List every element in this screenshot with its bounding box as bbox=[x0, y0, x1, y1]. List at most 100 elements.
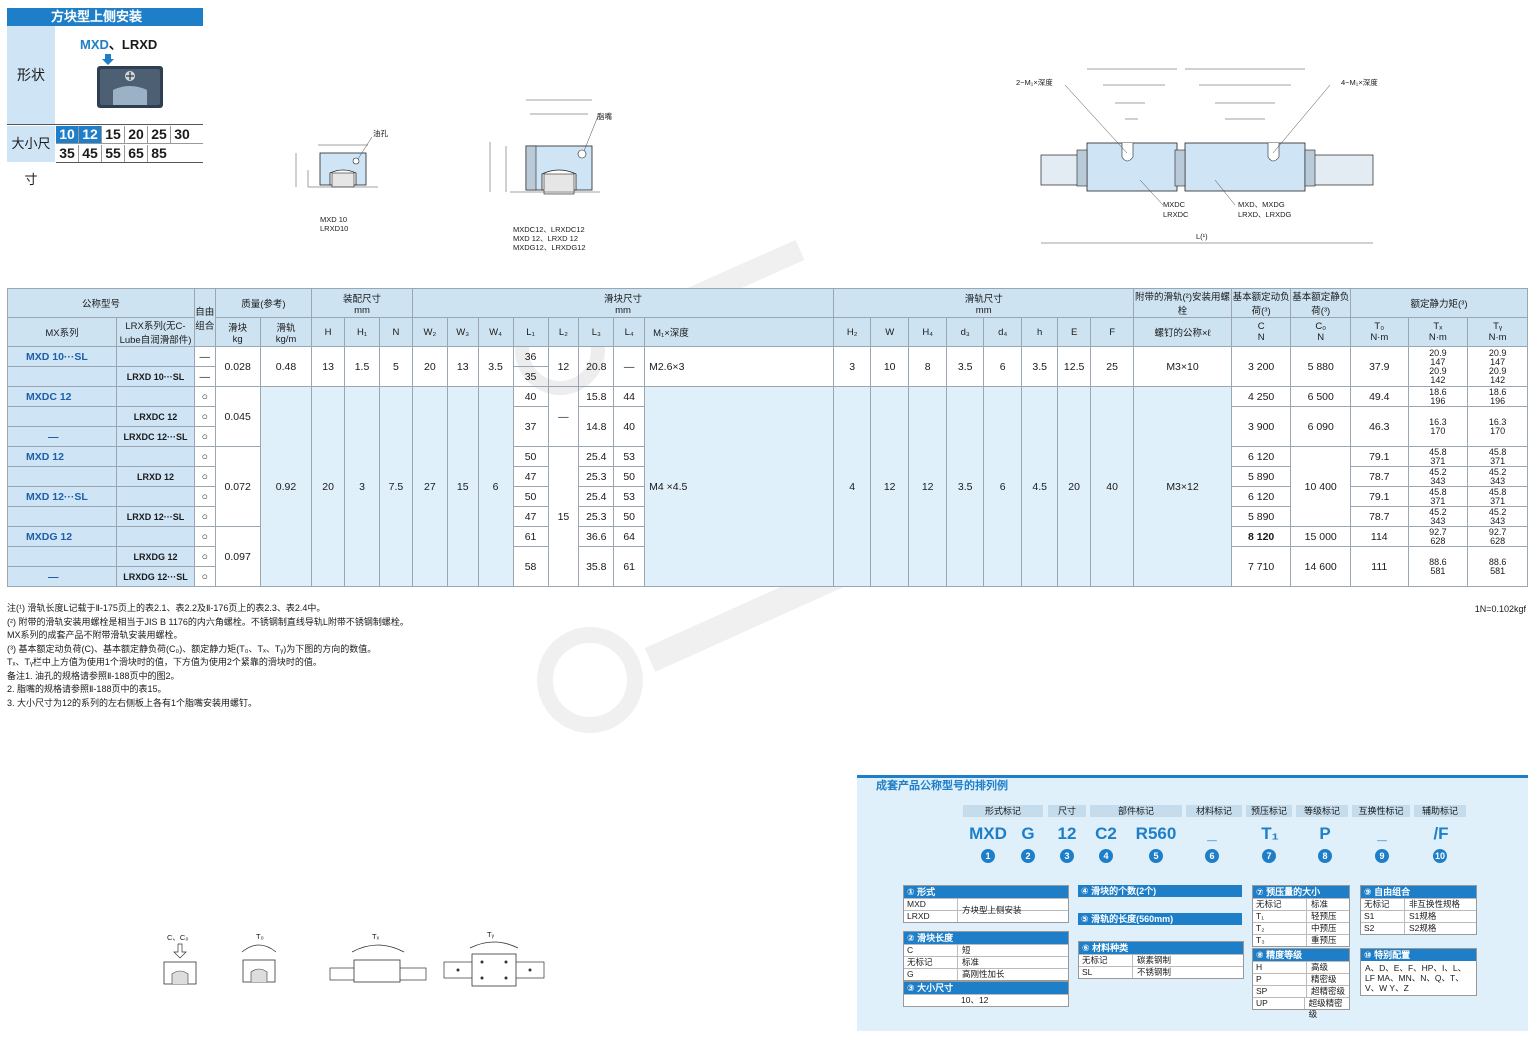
ty-2: 343 bbox=[1490, 475, 1506, 486]
size-45: 45 bbox=[79, 145, 102, 162]
lg-gr-k1: H bbox=[1253, 962, 1307, 973]
th-moment: 额定静力矩(³) bbox=[1350, 288, 1528, 318]
lg-fr-v2: S1规格 bbox=[1409, 911, 1437, 921]
cell-H4: 12 bbox=[908, 386, 948, 587]
note-1: 注(¹) 滑轨长度L记载于Ⅱ-175页上的表2.1、表2.2及Ⅱ-176页上的表… bbox=[7, 603, 326, 613]
cell-lrx: LRXDC 12 bbox=[115, 406, 196, 427]
tx-1: 45.8 bbox=[1429, 486, 1447, 497]
cell-L4: 64 bbox=[613, 526, 646, 547]
ty-1: 45.8 bbox=[1488, 486, 1507, 497]
th-mr-t: 滑轨 bbox=[276, 322, 296, 334]
cell-E: 12.5 bbox=[1057, 346, 1092, 387]
tx-1: 92.7 bbox=[1429, 526, 1447, 537]
cell-T0: 114 bbox=[1350, 526, 1409, 547]
head-aux: 辅助标记 bbox=[1414, 805, 1466, 817]
lg-gr-v3: 超精密级 bbox=[1311, 986, 1346, 996]
lg-pre-v1: 标准 bbox=[1311, 899, 1329, 909]
cell-C0: 15 000 bbox=[1290, 526, 1352, 547]
cell-C: 3 900 bbox=[1230, 406, 1292, 447]
cell-L2: 15 bbox=[547, 446, 580, 587]
size-85: 85 bbox=[151, 145, 167, 161]
cell-C: 4 250 bbox=[1230, 386, 1292, 407]
lg-pre-k1: 无标记 bbox=[1253, 899, 1307, 910]
cell-free: ○ bbox=[194, 426, 216, 447]
cell-free: ○ bbox=[194, 386, 216, 407]
fig2-cap-3: MXDG12、LRXDG12 bbox=[513, 243, 586, 252]
cell-N: 7.5 bbox=[378, 386, 413, 587]
cell-free: — bbox=[194, 346, 216, 367]
num-10: 10 bbox=[1433, 849, 1447, 863]
drawing-side-view bbox=[1040, 68, 1374, 244]
tx-4: 142 bbox=[1430, 374, 1446, 385]
cell-lrx: LRXDG 12 bbox=[115, 546, 196, 567]
size-15: 15 bbox=[102, 126, 125, 143]
code-g: G bbox=[1021, 824, 1035, 843]
legend-special: ⑩ 特别配置 A、D、E、F、HP、I、L、LF MA、MN、N、Q、T、V、W… bbox=[1360, 948, 1477, 996]
model-sep: 、 bbox=[108, 37, 122, 52]
cell-lrx: LRXDG 12···SL bbox=[115, 566, 196, 587]
th-H: H bbox=[311, 317, 346, 347]
cell-C: 7 710 bbox=[1230, 546, 1292, 587]
size-row-2: 35 45 55 65 85 bbox=[56, 144, 203, 163]
note-4: (³) 基本额定动负荷(C)、基本额定静负荷(C₀)、额定静力矩(T₀、Tₓ、T… bbox=[7, 643, 377, 654]
cell-h: 4.5 bbox=[1021, 386, 1059, 587]
cell-L1: 58 bbox=[512, 546, 549, 587]
section-title: 方块型上侧安装 bbox=[7, 8, 203, 26]
cell-C0: 14 600 bbox=[1290, 546, 1352, 587]
th-bolt-sub: 螺钉的公称×ℓ bbox=[1133, 317, 1232, 347]
ty-1: 16.3 bbox=[1488, 416, 1507, 427]
tx-2: 581 bbox=[1430, 565, 1446, 576]
ty-2: 581 bbox=[1490, 565, 1506, 576]
tx-1: 88.6 bbox=[1429, 556, 1447, 567]
head-grade: 等级标记 bbox=[1296, 805, 1348, 817]
size-label: 大小尺寸 bbox=[7, 126, 55, 187]
th-E: E bbox=[1057, 317, 1092, 347]
lg-gr-v4: 超级精密级 bbox=[1308, 998, 1343, 1019]
icon-label-t0: T₀ bbox=[256, 932, 264, 941]
ty-2: 371 bbox=[1490, 455, 1506, 466]
cell-free: — bbox=[194, 366, 216, 387]
cell-bolt: M3×12 bbox=[1133, 386, 1232, 587]
side-label-left: 2−M₁×深度 bbox=[1016, 78, 1053, 87]
th-W2: W₂ bbox=[411, 317, 448, 347]
head-material: 材料标记 bbox=[1186, 805, 1242, 817]
head-interchange: 互换性标记 bbox=[1352, 805, 1410, 817]
lg-size-v: 10、12 bbox=[961, 995, 989, 1005]
size-row-1: 10 12 15 20 25 30 bbox=[56, 126, 203, 144]
th-L1: L₁ bbox=[512, 317, 549, 347]
icon-label-tx: Tₓ bbox=[372, 932, 380, 941]
legend-length-title: ② 滑块长度 bbox=[904, 932, 1068, 944]
num-2: 2 bbox=[1021, 849, 1035, 863]
cell-L3: 25.4 bbox=[578, 446, 615, 467]
th-mass: 质量(参考) bbox=[214, 288, 313, 318]
cell-H: 20 bbox=[311, 386, 346, 587]
cell-N: 5 bbox=[378, 346, 413, 387]
th-assembly-text: 装配尺寸 bbox=[343, 293, 382, 305]
th-H1: H₁ bbox=[344, 317, 380, 347]
cell-F: 25 bbox=[1090, 346, 1135, 387]
lg-mat-v1: 碳素钢制 bbox=[1137, 955, 1172, 965]
th-C0-t: C₀ bbox=[1315, 321, 1327, 332]
cell-L1: 40 bbox=[512, 386, 549, 407]
th-L4: L₄ bbox=[613, 317, 646, 347]
cell-rail: 0.48 bbox=[259, 346, 313, 387]
th-dyn: 基本额定动负荷(³) bbox=[1230, 288, 1292, 318]
cell-empty bbox=[115, 346, 196, 367]
cell-empty bbox=[115, 386, 196, 407]
cell-T0: 37.9 bbox=[1350, 346, 1409, 387]
th-TY-t: Tᵧ bbox=[1493, 321, 1502, 332]
ty-2: 628 bbox=[1490, 535, 1506, 546]
cell-model: MXDG 12 bbox=[7, 526, 117, 547]
cell-H4: 8 bbox=[908, 346, 948, 387]
cell-W3: 15 bbox=[446, 386, 479, 587]
cell-W2: 20 bbox=[411, 346, 448, 387]
cell-lrx: LRXD 12 bbox=[115, 466, 196, 487]
